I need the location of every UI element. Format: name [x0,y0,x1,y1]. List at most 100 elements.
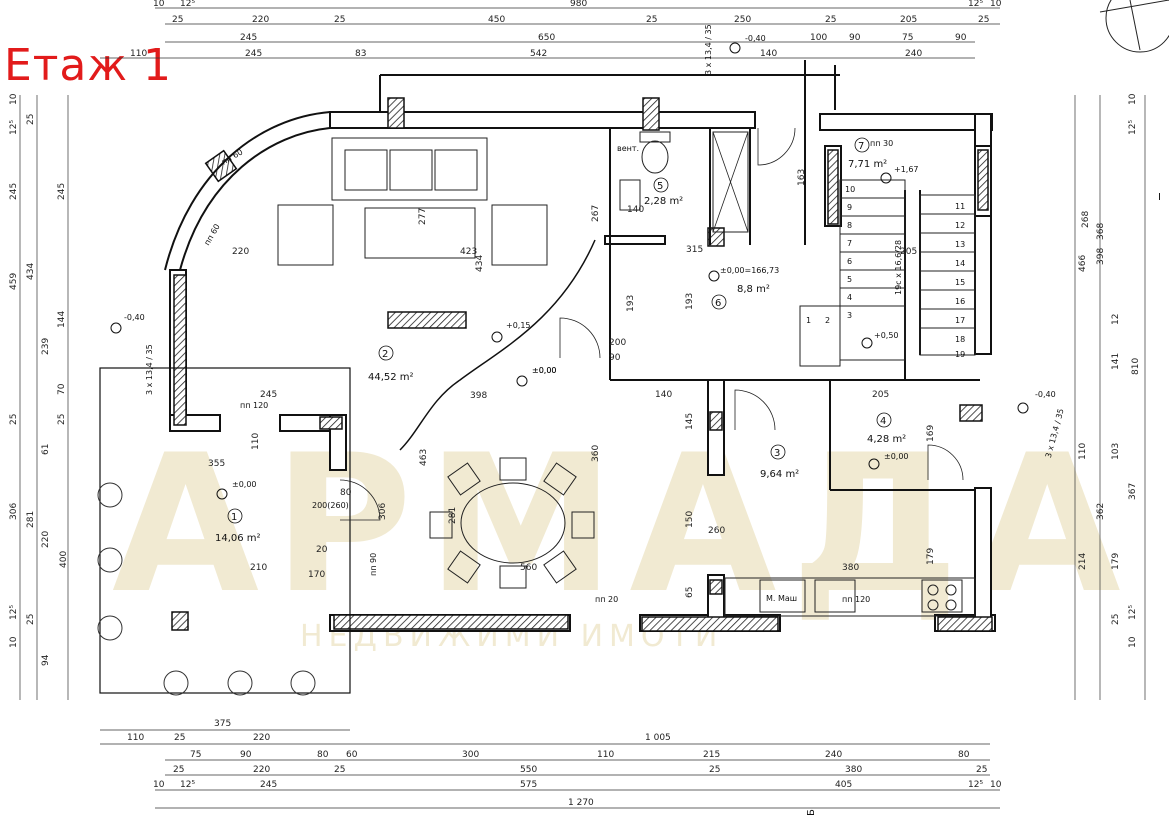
dim: 281 [448,507,458,524]
dim: 434 [26,263,36,280]
dim: 179 [1111,553,1121,570]
room-1-level: ±0,00 [232,480,257,489]
room-3-area: 9,64 m² [760,469,799,480]
dim: 65 [685,587,695,598]
dim: 12 [1111,314,1121,325]
room-2-level: +0,15 [506,321,531,330]
stair-step-16: 16 [955,297,965,306]
stair-step-18: 18 [955,335,965,344]
dim: 170 [308,570,325,580]
dim: 25 [1111,614,1121,625]
dim: 239 [41,338,51,355]
dim: 10 [1128,636,1138,648]
dim: 200 [609,338,626,348]
stair-step-19: 19 [955,350,965,359]
level-markers [110,42,1029,500]
partitions [379,60,980,491]
dim: 193 [626,295,636,312]
dim: 12⁵ [180,780,195,790]
stair-step-10: 10 [845,185,855,194]
room-4-num: 4 [880,416,886,427]
terrace-outline [99,367,351,694]
dim: 144 [57,311,67,328]
main-staircase [799,179,976,367]
dim: 215 [703,750,720,760]
dim: 245 [57,183,67,200]
dim: 20 [316,545,328,555]
dim: 25 [26,614,36,625]
dim: 90 [955,33,967,43]
north-arrow-icon [1099,0,1169,53]
dim: 277 [418,208,428,225]
level-b: -0,40 [745,34,766,43]
dining-table [429,457,595,589]
dims-top: 10 12⁵ 980 12⁵ 10 25 220 25 450 25 250 2… [130,0,1002,59]
stair-step-7: 7 [847,239,852,248]
pp120a-label: пп 120 [240,401,268,410]
dim: 306 [9,503,19,520]
room-2-num: 2 [382,349,388,360]
dim: 245 [245,49,262,59]
sofa-group [277,137,548,266]
dimension-lines [19,7,1146,809]
shower [712,131,749,233]
dim: 205 [872,390,889,400]
dim: 240 [825,750,842,760]
dim: 315 [686,245,703,255]
stairs-ext2-label: 3 x 13,4 / 35 [145,344,154,395]
dim: 250 [734,15,751,25]
room-7-level: +1,67 [894,165,919,174]
dim: 220 [253,733,270,743]
stair-step-9: 9 [847,203,852,212]
dim: 10 [9,636,19,648]
stairs-main-label: 19с x 16,6/28 [894,240,903,295]
dim: 140 [655,390,672,400]
dim: 90 [609,353,621,363]
stair-step-5: 5 [847,275,852,284]
dim: 163 [797,169,807,186]
dim: 179 [926,548,936,565]
mmash-label: М. Маш [766,594,797,603]
room-5-area: 2,28 m² [644,196,683,207]
curved-partition [399,239,596,451]
terrace-plants [97,482,316,696]
room-labels: 1 14,06 m² ±0,00 2 44,52 m² +0,15 3 9,64… [215,137,919,544]
dim: 12⁵ [968,780,983,790]
stair-step-12: 12 [955,221,965,230]
dim: 220 [41,531,51,548]
dim: 380 [842,563,859,573]
dim: 12⁵ [180,0,195,9]
dim: 75 [902,33,913,43]
dim: 367 [1128,483,1138,500]
stair-step-13: 13 [955,240,965,249]
floor-title: Етаж 1 [4,40,173,91]
pp30-label: пп 30 [870,139,893,148]
dim: 12⁵ [1128,120,1138,135]
dim: 375 [214,719,231,729]
dim: 463 [419,449,429,466]
dim: 150 [685,511,695,528]
room-5-num: 5 [657,181,663,192]
dim: 83 [355,49,366,59]
dim: 355 [208,459,225,469]
dim: 140 [627,205,644,215]
dim: 75 [190,750,201,760]
dim: 560 [520,563,537,573]
dim: 398 [470,391,487,401]
kitchen-counter [724,577,976,617]
dim: 1 005 [645,733,671,743]
dim: 575 [520,780,537,790]
room-7-num: 7 [858,141,864,152]
pp90-label: пп 90 [369,553,378,576]
room-7-area: 7,71 m² [848,159,887,170]
level-c: -0,40 [1035,390,1056,399]
dim: 245 [9,183,19,200]
dim: 245 [240,33,257,43]
dim: 220 [253,765,270,775]
dim: 25 [9,414,19,425]
dim: 25 [26,114,36,125]
dim: 80 [340,488,352,498]
dim: 368 [1096,223,1106,240]
room-6-area: 8,8 m² [737,284,770,295]
